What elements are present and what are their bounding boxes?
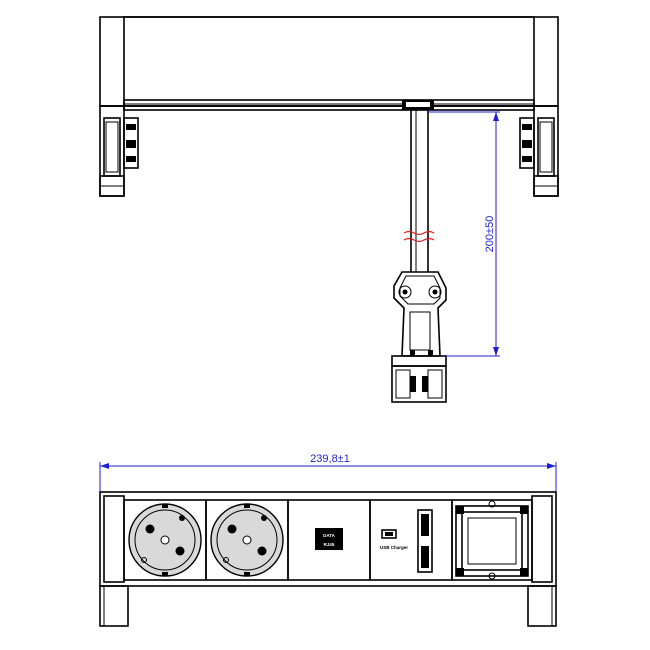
cable-length-label: 200±50 xyxy=(484,216,496,253)
data-module: DATA RJ45 xyxy=(315,528,343,550)
cable-break-marks xyxy=(403,230,435,243)
right-clamp xyxy=(519,105,559,197)
module-row xyxy=(123,499,533,581)
schuko-socket-2 xyxy=(210,503,284,577)
left-clamp xyxy=(99,105,139,197)
front-view-housing xyxy=(99,491,557,627)
schuko-socket-1 xyxy=(128,503,202,577)
top-view-unit xyxy=(99,16,559,111)
usb-charger-label: USB Charger xyxy=(380,545,408,550)
blank-module xyxy=(455,500,529,580)
total-width-label: 239,8±1 xyxy=(310,453,350,465)
connector-plug xyxy=(391,271,447,403)
cable-length-dimension: 200±50 xyxy=(428,111,500,357)
data-module-label-1: DATA xyxy=(323,533,336,538)
cable xyxy=(410,110,429,272)
width-dimension: 239,8±1 xyxy=(99,453,557,496)
data-module-label-2: RJ45 xyxy=(324,542,335,547)
usb-charger-module: USB Charger xyxy=(380,509,433,573)
